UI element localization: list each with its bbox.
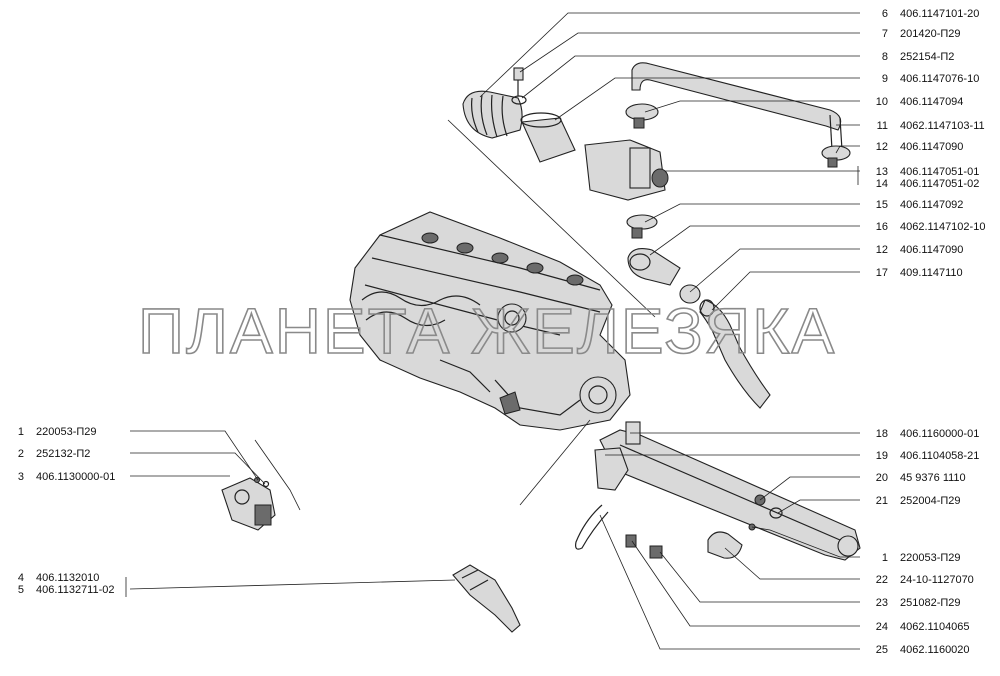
part-number: 24-10-1127070 bbox=[900, 574, 974, 586]
labels-left: 1 220053-П29 2 252132-П2 3 406.1130000-01 4 406… bbox=[18, 426, 115, 596]
callout-number: 12 bbox=[876, 244, 888, 256]
callout-number: 23 bbox=[876, 597, 888, 609]
part-number: 4062.1147102-10 bbox=[900, 221, 985, 233]
callout-number: 13 bbox=[876, 166, 888, 178]
part-number: 406.1147051-02 bbox=[900, 178, 979, 190]
part-number: 251082-П29 bbox=[900, 597, 961, 609]
part-number: 220053-П29 bbox=[36, 426, 97, 438]
part-number: 409.1147110 bbox=[900, 267, 963, 279]
callout-number: 14 bbox=[876, 178, 888, 190]
part-number: 4062.1147103-11 bbox=[900, 120, 985, 132]
callout-number: 9 bbox=[882, 73, 888, 85]
ribbed-hose bbox=[462, 90, 523, 139]
callout-number: 16 bbox=[876, 221, 888, 233]
part-number: 406.1147076-10 bbox=[900, 73, 979, 85]
callout-number: 18 bbox=[876, 428, 888, 440]
clamp-upper bbox=[625, 103, 659, 129]
callout-number: 21 bbox=[876, 495, 888, 507]
fuel-injector bbox=[452, 564, 521, 633]
valve-body bbox=[584, 139, 669, 201]
part-number: 406.1147094 bbox=[900, 96, 963, 108]
elbow-hose bbox=[627, 248, 681, 286]
part-number: 220053-П29 bbox=[900, 552, 961, 564]
part-number: 406.1147090 bbox=[900, 244, 963, 256]
part-number: 406.1147051-01 bbox=[900, 166, 979, 178]
callout-number: 25 bbox=[876, 644, 888, 656]
part-number: 406.1147101-20 bbox=[900, 8, 979, 20]
part-number: 406.1132010 bbox=[36, 572, 99, 584]
callout-number: 2 bbox=[18, 448, 24, 460]
callout-number: 8 bbox=[882, 51, 888, 63]
part-number: 4062.1104065 bbox=[900, 621, 970, 633]
leader-lines bbox=[479, 12, 860, 650]
clamp-middle bbox=[626, 214, 658, 239]
clamp-right bbox=[821, 145, 851, 168]
callout-number: 7 bbox=[882, 28, 888, 40]
bolt bbox=[513, 67, 524, 81]
callout-number: 1 bbox=[18, 426, 24, 438]
hose-assembly bbox=[462, 62, 851, 409]
part-number: 406.1132711-02 bbox=[36, 584, 115, 596]
part-number: 4062.1160020 bbox=[900, 644, 970, 656]
callout-number: 11 bbox=[877, 120, 888, 132]
callout-number: 4 bbox=[18, 572, 24, 584]
callout-number: 3 bbox=[18, 471, 24, 483]
part-number: 252004-П29 bbox=[900, 495, 961, 507]
callout-number: 1 bbox=[882, 552, 888, 564]
callout-number: 10 bbox=[876, 96, 888, 108]
callout-number: 19 bbox=[876, 450, 888, 462]
callout-number: 17 bbox=[876, 267, 888, 279]
callout-number: 6 bbox=[882, 8, 888, 20]
part-number: 406.1147090 bbox=[900, 141, 963, 153]
watermark-text: ПЛАНЕТА ЖЕЛЕЗЯКА bbox=[138, 295, 836, 367]
part-number: 406.1104058-21 bbox=[900, 450, 979, 462]
labels-right: 6 406.1147101-20 7 201420-П29 8 252154-П2 9 406… bbox=[876, 8, 986, 656]
leader-lines-left bbox=[125, 430, 456, 597]
callout-number: 15 bbox=[876, 199, 888, 211]
callout-number: 22 bbox=[876, 574, 888, 586]
engine-assembly bbox=[349, 211, 631, 431]
section-lines bbox=[254, 119, 656, 511]
part-number: 45 9376 1110 bbox=[900, 472, 966, 484]
part-number: 201420-П29 bbox=[900, 28, 961, 40]
sleeve bbox=[520, 112, 576, 163]
callout-number: 5 bbox=[18, 584, 24, 596]
part-number: 406.1147092 bbox=[900, 199, 963, 211]
clamp-lower bbox=[679, 284, 701, 304]
callout-number: 12 bbox=[876, 141, 888, 153]
callout-number: 24 bbox=[876, 621, 888, 633]
part-number: 406.1130000-01 bbox=[36, 471, 115, 483]
breather-tube bbox=[631, 62, 843, 151]
fuel-rail-assembly bbox=[575, 421, 861, 561]
washer bbox=[511, 95, 527, 105]
part-number: 406.1160000-01 bbox=[900, 428, 979, 440]
part-number: 252132-П2 bbox=[36, 448, 90, 460]
throttle-sensor bbox=[221, 477, 276, 531]
part-number: 252154-П2 bbox=[900, 51, 954, 63]
callout-number: 20 bbox=[876, 472, 888, 484]
